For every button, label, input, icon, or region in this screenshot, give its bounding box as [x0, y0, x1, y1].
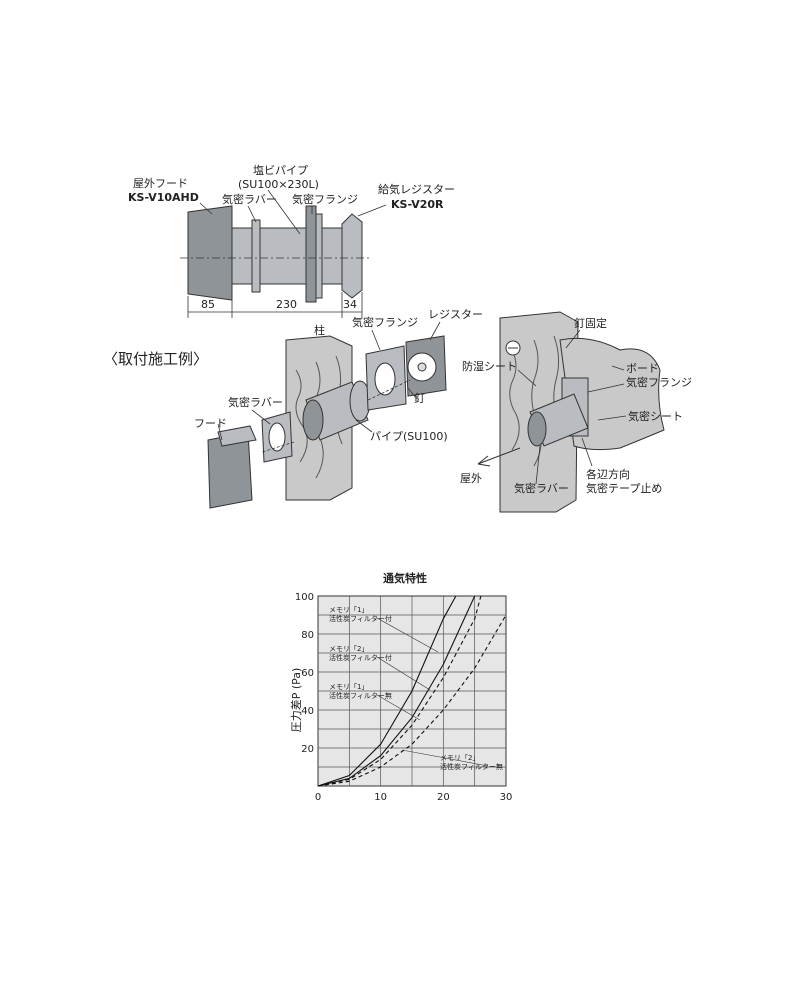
- leader: [217, 423, 223, 441]
- outdoor-hood: [187, 205, 233, 301]
- leader: [371, 329, 381, 351]
- legend-label-4: メモリ「2」活性炭フィルター無: [440, 754, 503, 771]
- leader: [535, 445, 541, 485]
- flange-hole: [374, 362, 396, 396]
- chart-ylabel: 圧力差P (Pa): [289, 668, 303, 733]
- leader: [267, 189, 301, 235]
- install-pipe-label: パイプ(SU100): [370, 430, 448, 443]
- dim-85: 85: [201, 298, 215, 311]
- outdoor-label: 屋外: [460, 472, 482, 485]
- install-title: 〈取付施工例〉: [103, 350, 208, 368]
- register-model-label: KS-V20R: [391, 198, 444, 211]
- hood-top: [217, 425, 257, 447]
- install-hood-label: フード: [194, 417, 227, 430]
- assembly-line: [367, 379, 411, 401]
- chart-ticks: 0 10 20 30 20 40 60 80 100: [295, 592, 512, 803]
- x-tick-label: 30: [500, 792, 513, 803]
- airflow-chart: 通気特性 圧力差P (Pa) 0 10 20 30 20 40 60 80 100 メモリ「1」…: [289, 571, 512, 803]
- y-tick-label: 20: [301, 744, 314, 755]
- airtight-rubber: [251, 219, 261, 293]
- legend-label-2: メモリ「2」活性炭フィルター付: [329, 645, 392, 662]
- x-tick-label: 10: [374, 792, 387, 803]
- legend-leader: [376, 617, 439, 653]
- y-tick-label: 80: [301, 630, 314, 641]
- legend-label-3: メモリ「1」活性炭フィルター無: [329, 683, 392, 700]
- chart-title: 通気特性: [383, 571, 427, 585]
- y-tick-label: 100: [295, 592, 314, 603]
- board-label: ボード: [626, 362, 659, 375]
- dim-230: 230: [276, 298, 297, 311]
- x-tick-label: 20: [437, 792, 450, 803]
- register-name-label: 給気レジスター: [378, 182, 455, 196]
- section-diagram: 屋外フード KS-V10AHD 塩ビパイプ (SU100×230L) 気密ラバー…: [128, 163, 455, 318]
- leader: [247, 205, 257, 223]
- leader: [587, 383, 625, 393]
- legend-leader: [376, 694, 421, 721]
- register-knob: [417, 362, 427, 372]
- leader: [407, 387, 417, 399]
- leader: [355, 419, 373, 433]
- assembly-line: [261, 441, 295, 453]
- leader: [581, 437, 593, 467]
- y-tick-label: 60: [301, 668, 314, 679]
- install-flange-label: 気密フランジ: [352, 315, 418, 329]
- detail-flange-label: 気密フランジ: [626, 375, 692, 389]
- hood-model-label: KS-V10AHD: [128, 191, 199, 204]
- flange-plate: [315, 213, 323, 299]
- moisture-sheet-label: 防湿シート: [462, 359, 517, 373]
- leader: [357, 204, 387, 217]
- pillar-label: 柱: [314, 323, 325, 337]
- section-detail: 釘固定 防湿シート ボード 気密フランジ 気密シート 屋外 気密ラバー 各辺方向…: [460, 311, 692, 513]
- legend-leader: [376, 656, 431, 691]
- leader: [199, 202, 213, 215]
- pipe-spec-label: (SU100×230L): [238, 178, 319, 191]
- pipe-end: [302, 399, 324, 441]
- supply-register: [341, 213, 363, 299]
- rubber-label: 気密ラバー: [222, 192, 277, 206]
- detail-rubber-label: 気密ラバー: [514, 481, 569, 495]
- tape-label-1: 各辺方向: [586, 467, 630, 481]
- flange-label: 気密フランジ: [292, 192, 358, 206]
- pipe-name-label: 塩ビパイプ: [253, 163, 308, 177]
- pipe-end: [527, 411, 547, 447]
- series-line-2: [317, 595, 476, 787]
- nail-label: 釘: [414, 391, 425, 405]
- rubber-hole: [268, 422, 286, 452]
- chart-legend: メモリ「1」活性炭フィルター付メモリ「2」活性炭フィルター付メモリ「1」活性炭フ…: [329, 606, 503, 771]
- series-line-1: [317, 595, 457, 787]
- install-example: 〈取付施工例〉 柱 気密フランジ レジスター 気密ラバー フード 釘 パイプ(S…: [103, 308, 483, 509]
- hood-name-label: 屋外フード: [133, 177, 188, 190]
- leader: [251, 409, 271, 425]
- legend-leader: [401, 749, 489, 767]
- leader: [565, 329, 581, 349]
- airtight-flange: [305, 205, 317, 303]
- x-tick-label: 0: [315, 792, 321, 803]
- install-register-label: レジスター: [428, 308, 483, 321]
- series-line-4: [317, 614, 507, 787]
- outdoor-arrow-icon: [477, 447, 521, 467]
- chart-series: [317, 595, 507, 787]
- leader: [611, 365, 625, 371]
- nail-fix-label: 釘固定: [574, 316, 607, 330]
- leader: [429, 321, 441, 341]
- tape-label-2: 気密テープ止め: [586, 481, 662, 495]
- dim-34: 34: [343, 298, 357, 311]
- leader: [517, 369, 537, 387]
- leader: [597, 415, 627, 421]
- y-tick-label: 40: [301, 706, 314, 717]
- pvc-pipe: [229, 227, 349, 285]
- airtight-sheet-label: 気密シート: [628, 409, 683, 423]
- install-rubber-label: 気密ラバー: [228, 395, 283, 409]
- series-line-3: [317, 595, 482, 787]
- legend-label-1: メモリ「1」活性炭フィルター付: [329, 606, 392, 623]
